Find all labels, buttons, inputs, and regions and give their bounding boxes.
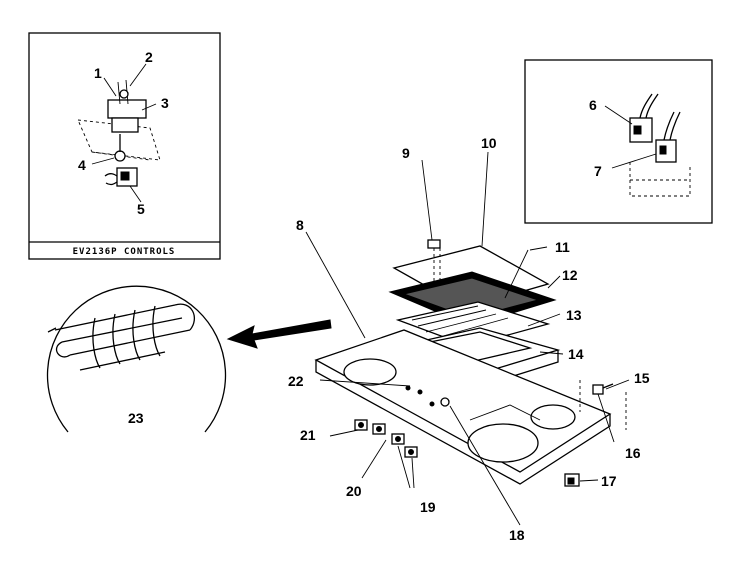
callout-4: 4 <box>78 157 86 173</box>
callout-13: 13 <box>566 307 582 323</box>
clip-part <box>564 473 580 487</box>
callout-14: 14 <box>568 346 584 362</box>
callout-6: 6 <box>589 97 597 113</box>
callout-22: 22 <box>288 373 304 389</box>
callout-20: 20 <box>346 483 362 499</box>
terminal-block-inset-panel: 6 7 <box>524 59 713 224</box>
terminal-screw-part <box>592 383 614 395</box>
callout-23: 23 <box>128 410 144 426</box>
callout-7: 7 <box>594 163 602 179</box>
cooktop-assembly: 8 9 10 11 12 13 14 15 16 17 18 19 20 21 … <box>288 135 650 543</box>
controls-caption: EV2136P CONTROLS <box>73 247 176 257</box>
callout-17: 17 <box>601 473 617 489</box>
burner-right-small <box>530 404 576 430</box>
callout-11: 11 <box>555 239 570 255</box>
callout-12: 12 <box>562 267 578 283</box>
burner-right-large <box>467 423 539 463</box>
grill-heating-element <box>47 303 195 371</box>
callout-3: 3 <box>161 95 169 111</box>
grill-element-detail-circle: 23 <box>46 285 227 433</box>
terminal-block-part <box>629 93 691 197</box>
callout-10: 10 <box>481 135 497 151</box>
burner-left-small <box>343 358 397 386</box>
detail-arrow <box>226 319 332 349</box>
callout-9: 9 <box>402 145 410 161</box>
control-knobs-part <box>354 419 418 458</box>
cooktop-body-part <box>314 329 627 485</box>
controls-inset-panel: EV2136P CONTROLS 1 2 3 4 5 <box>28 32 221 260</box>
callout-8: 8 <box>296 217 304 233</box>
callout-19: 19 <box>420 499 436 515</box>
callout-5: 5 <box>137 201 145 217</box>
callout-1: 1 <box>94 65 102 81</box>
callout-2: 2 <box>145 49 153 65</box>
infinite-switch-part <box>104 79 147 187</box>
callout-21: 21 <box>300 427 316 443</box>
callout-16: 16 <box>625 445 641 461</box>
callout-18: 18 <box>509 527 525 543</box>
callout-15: 15 <box>634 370 650 386</box>
